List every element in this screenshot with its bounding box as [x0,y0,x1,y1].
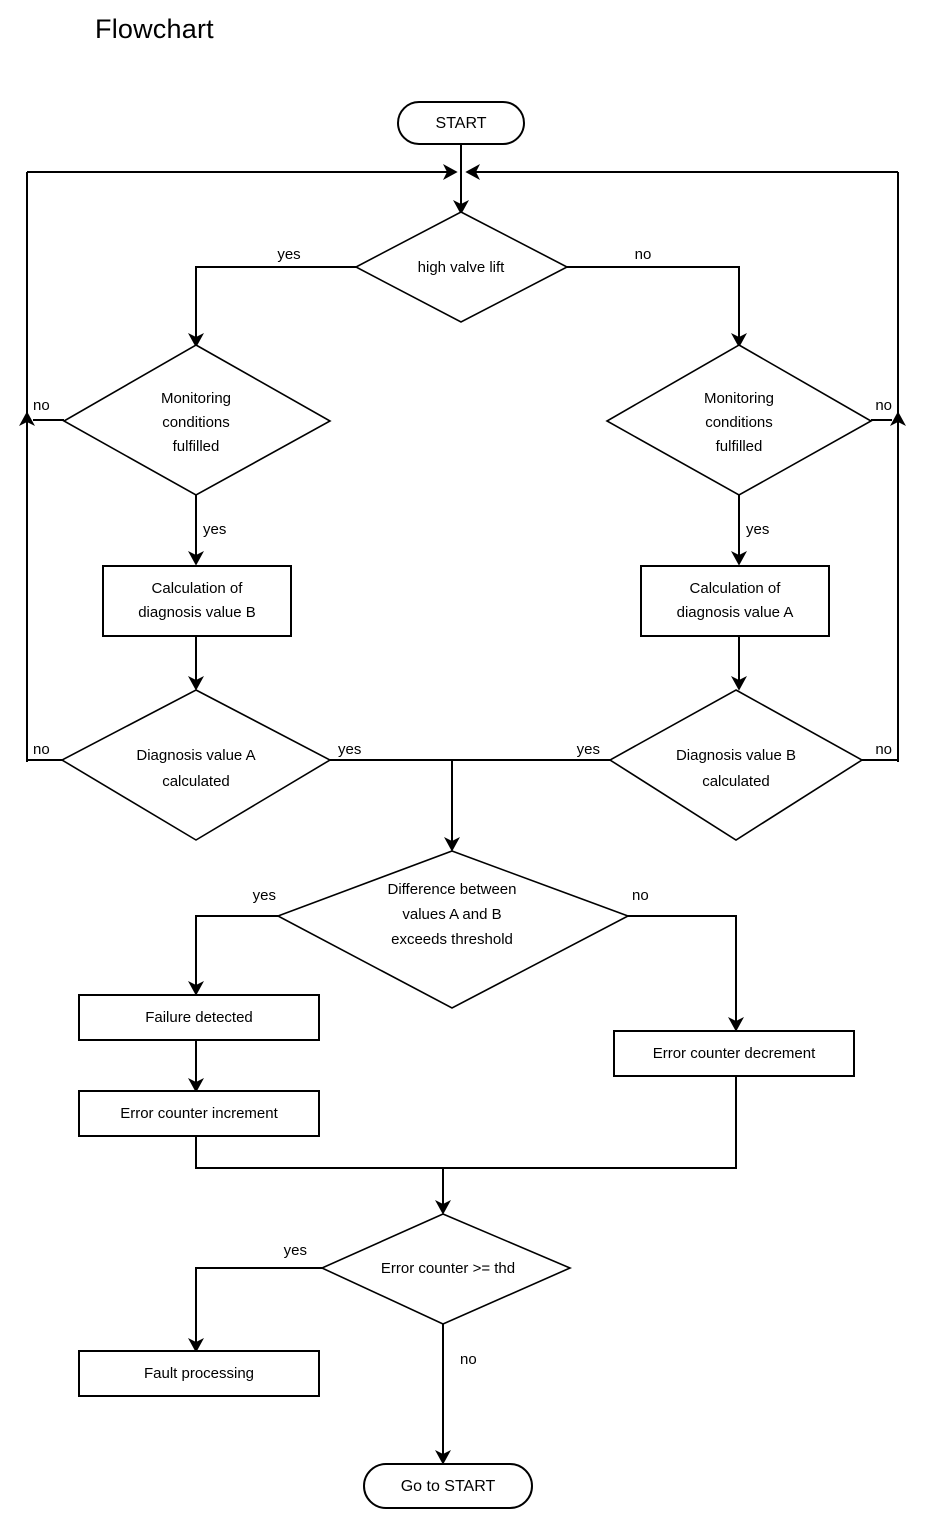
node-calc-b-line2: diagnosis value B [138,604,256,621]
node-start[interactable]: START [397,101,525,145]
node-mon-cond-right-line1: Monitoring [704,390,774,407]
edge-label-diag-a-yes: yes [338,741,361,758]
node-err-ge-thd[interactable]: Error counter >= thd [320,1213,573,1325]
node-difference-line1: Difference between [388,881,517,898]
node-calc-b-line1: Calculation of [152,580,244,597]
edge-label-hvl-yes: yes [277,246,300,263]
edge-label-hvl-no: no [635,246,652,263]
edge-thd-yes [188,1267,322,1353]
node-diag-a-calculated[interactable]: Diagnosis value A calculated [60,689,332,841]
node-mon-cond-right[interactable]: Monitoring conditions fulfilled [605,344,873,496]
edge-label-thd-no: no [460,1351,477,1368]
edge-label-diag-b-no: no [875,741,892,758]
edge-label-diag-b-yes: yes [577,741,600,758]
node-calc-a-line1: Calculation of [690,580,782,597]
edge-hvl-yes [188,266,356,348]
node-fault-processing[interactable]: Fault processing [78,1350,320,1397]
edge-mon-right-no [871,411,906,434]
node-mon-cond-right-line3: fulfilled [716,438,763,455]
node-err-increment-label: Error counter increment [120,1105,278,1122]
node-high-valve-lift-label: high valve lift [418,259,506,276]
edge-mon-left-no [19,411,64,434]
node-diag-b-line1: Diagnosis value B [676,747,796,764]
node-failure-detected[interactable]: Failure detected [78,994,320,1041]
edge-label-mon-right-no: no [875,397,892,414]
page-title: Flowchart [95,14,214,44]
node-mon-cond-right-line2: conditions [705,414,773,431]
node-mon-cond-left-line3: fulfilled [173,438,220,455]
node-calc-a-line2: diagnosis value A [677,604,794,621]
node-mon-cond-left-line1: Monitoring [161,390,231,407]
node-start-label: START [436,115,487,132]
node-go-to-start-label: Go to START [401,1478,496,1495]
node-failure-detected-label: Failure detected [145,1009,253,1026]
edge-label-difference-no: no [632,887,649,904]
edge-hvl-no [567,266,747,348]
edge-label-mon-left-no: no [33,397,50,414]
node-difference[interactable]: Difference between values A and B exceed… [276,850,630,1009]
node-fault-processing-label: Fault processing [144,1365,254,1382]
node-difference-line3: exceeds threshold [391,931,513,948]
node-err-increment[interactable]: Error counter increment [78,1090,320,1137]
node-err-ge-thd-label: Error counter >= thd [381,1260,515,1277]
node-diag-a-line2: calculated [162,773,230,790]
node-mon-cond-left[interactable]: Monitoring conditions fulfilled [62,344,332,496]
edge-label-thd-yes: yes [284,1242,307,1259]
edge-label-mon-left-yes: yes [203,521,226,538]
edge-decrement-to-merge [443,1076,737,1169]
node-difference-line2: values A and B [402,906,501,923]
edge-label-diag-a-no: no [33,741,50,758]
node-diag-b-line2: calculated [702,773,770,790]
node-calc-b[interactable]: Calculation of diagnosis value B [102,565,292,637]
node-high-valve-lift[interactable]: high valve lift [354,211,569,323]
edge-label-mon-right-yes: yes [746,521,769,538]
node-calc-a[interactable]: Calculation of diagnosis value A [640,565,830,637]
edge-label-difference-yes: yes [253,887,276,904]
node-err-decrement[interactable]: Error counter decrement [613,1030,855,1077]
edge-difference-yes [188,915,278,996]
edge-difference-no [628,915,744,1032]
node-go-to-start[interactable]: Go to START [363,1463,533,1509]
node-diag-b-calculated[interactable]: Diagnosis value B calculated [608,689,864,841]
node-mon-cond-left-line2: conditions [162,414,230,431]
node-diag-a-line1: Diagnosis value A [136,747,255,764]
edge-increment-to-merge [195,1136,443,1169]
node-err-decrement-label: Error counter decrement [653,1045,816,1062]
